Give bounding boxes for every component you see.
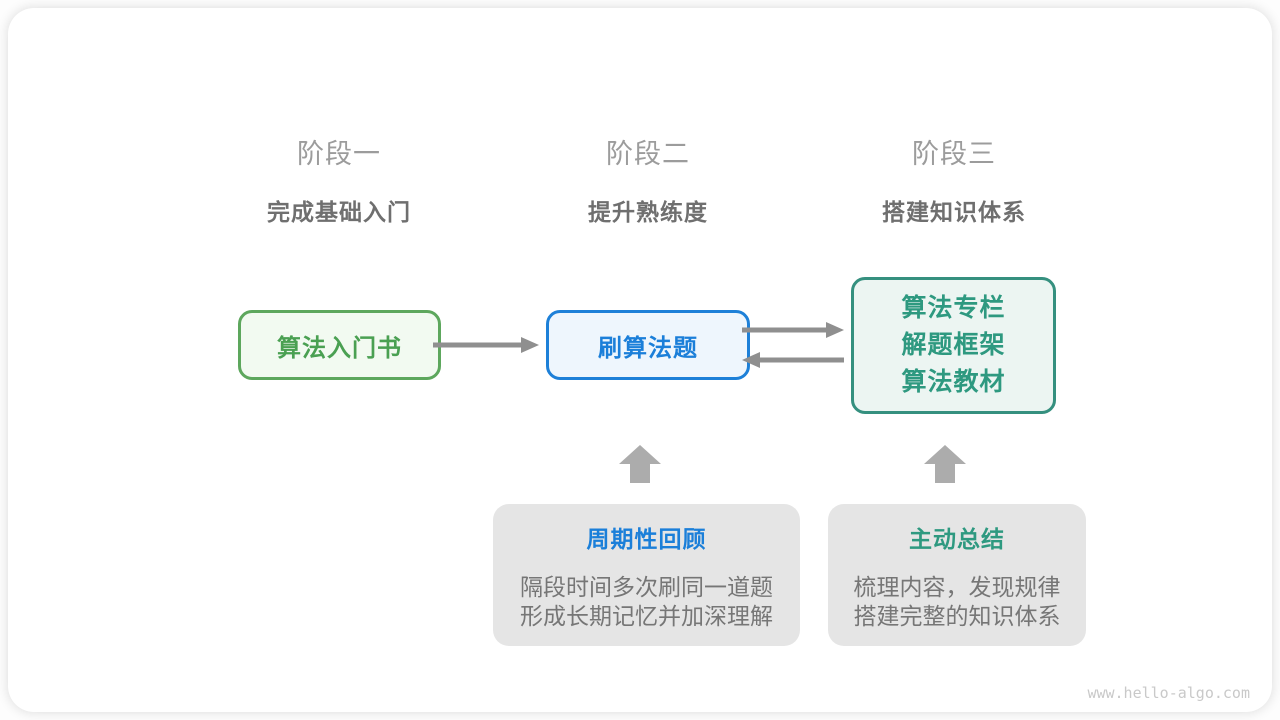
callout-body-line: 形成长期记忆并加深理解	[520, 603, 773, 629]
callout-body-line: 梳理内容，发现规律	[853, 574, 1061, 600]
stage2-label: 阶段二	[606, 139, 690, 169]
callout-active-summary-title: 主动总结	[909, 526, 1005, 552]
node-knowledge-line-1: 算法专栏	[901, 294, 1006, 322]
stage1-label: 阶段一	[297, 139, 381, 169]
watermark: www.hello-algo.com	[1087, 684, 1250, 702]
arrow-left-icon	[742, 352, 844, 368]
stage2-subtitle: 提升熟练度	[588, 199, 708, 225]
node-intro-book: 算法入门书	[238, 310, 441, 380]
callout-active-summary-body: 梳理内容，发现规律 搭建完整的知识体系	[828, 573, 1086, 631]
callout-periodic-review: 周期性回顾 隔段时间多次刷同一道题 形成长期记忆并加深理解	[493, 504, 800, 646]
callout-periodic-review-body: 隔段时间多次刷同一道题 形成长期记忆并加深理解	[493, 573, 800, 631]
diagram-card: 阶段一 完成基础入门 阶段二 提升熟练度 阶段三 搭建知识体系 算法入门书 刷算…	[8, 8, 1272, 712]
arrow-up-icon	[924, 445, 966, 483]
callout-body-line: 搭建完整的知识体系	[853, 603, 1061, 629]
stage3-header: 阶段三 搭建知识体系	[814, 132, 1094, 227]
arrow-up-icon	[619, 445, 661, 483]
node-knowledge-line-3: 算法教材	[901, 368, 1006, 396]
stage3-subtitle: 搭建知识体系	[882, 199, 1026, 225]
stage1-header: 阶段一 完成基础入门	[199, 132, 479, 227]
stage3-label: 阶段三	[912, 139, 996, 169]
stage2-header: 阶段二 提升熟练度	[508, 132, 788, 227]
node-knowledge-resources: 算法专栏 解题框架 算法教材	[851, 277, 1056, 414]
stage1-subtitle: 完成基础入门	[267, 199, 411, 225]
arrow-right-icon	[742, 322, 844, 338]
node-knowledge-line-2: 解题框架	[901, 331, 1006, 359]
node-intro-book-label: 算法入门书	[277, 334, 402, 362]
callout-body-line: 隔段时间多次刷同一道题	[520, 574, 773, 600]
node-practice-problems-label: 刷算法题	[598, 334, 698, 362]
callout-periodic-review-title: 周期性回顾	[586, 526, 707, 552]
callout-active-summary: 主动总结 梳理内容，发现规律 搭建完整的知识体系	[828, 504, 1086, 646]
arrow-right-icon	[433, 337, 539, 353]
node-practice-problems: 刷算法题	[546, 310, 750, 380]
